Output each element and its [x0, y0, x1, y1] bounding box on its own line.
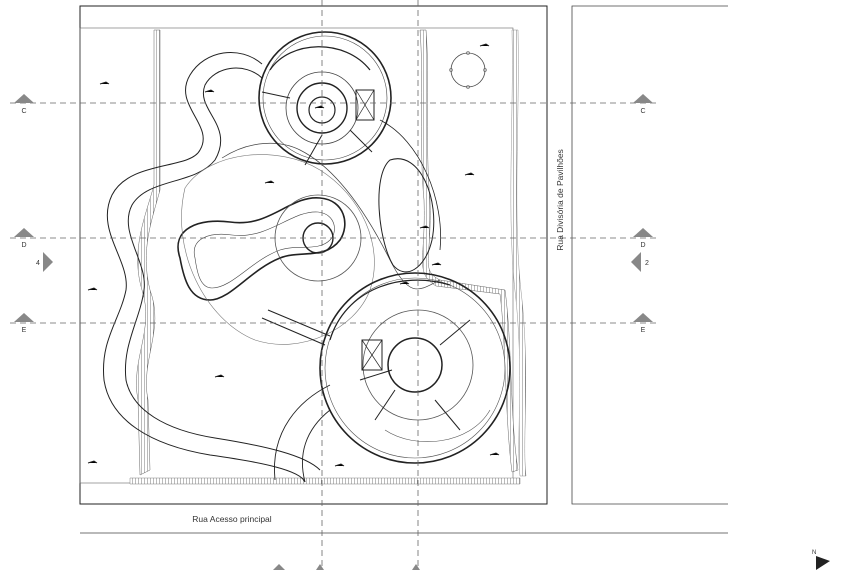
retaining-wall-right: [419, 29, 519, 473]
round-feature: [450, 52, 486, 88]
neighbor-lot-boundary: [571, 5, 728, 505]
serpentine-walkway-outer: [102, 51, 306, 483]
section-marker-e-left: E: [14, 313, 34, 334]
svg-text:E: E: [22, 327, 27, 334]
site-boundary-outer: [79, 5, 548, 505]
section-marker-bottom: [273, 564, 420, 570]
southwest-curve: [274, 384, 331, 483]
section-marker-d-right: D: [633, 228, 653, 249]
connecting-walkway: [221, 142, 441, 290]
section-marker-c-right: C: [633, 94, 653, 115]
street-label-right: Rua Divisória de Pavilhões: [555, 149, 565, 251]
central-round-core: [302, 222, 334, 254]
svg-text:D: D: [640, 242, 645, 249]
boundary-wall-right-lot: [510, 29, 527, 477]
serpentine-walkway-inner: [124, 67, 321, 471]
svg-text:E: E: [641, 327, 646, 334]
central-curved-ramp-inner: [193, 211, 335, 289]
boundary-wall-bottom: [129, 477, 521, 485]
pavilion-south-ramp: [261, 309, 331, 346]
svg-text:2: 2: [645, 260, 649, 267]
svg-text:4: 4: [36, 260, 40, 267]
section-marker-c-left: C: [14, 94, 34, 115]
retaining-wall-left: [136, 29, 161, 476]
section-marker-e-right: E: [633, 313, 653, 334]
central-lens-outline: [181, 154, 375, 345]
svg-text:D: D: [21, 242, 26, 249]
pavilion-north-terrace: [379, 119, 442, 251]
pavilion-north: [258, 31, 392, 166]
section-lines: [10, 0, 660, 570]
lens-courtyard-east: [378, 158, 435, 273]
central-round-plaza: [274, 194, 362, 282]
elevation-marker-2: 2: [631, 252, 649, 272]
street-label-bottom: Rua Acesso principal: [192, 514, 271, 524]
pavilion-south: [319, 272, 511, 464]
svg-text:C: C: [640, 108, 645, 115]
svg-text:C: C: [21, 108, 26, 115]
section-marker-d-left: D: [14, 228, 34, 249]
svg-text:N: N: [812, 550, 816, 556]
north-arrow: N: [812, 550, 830, 570]
elevation-marker-4: 4: [36, 252, 53, 272]
central-curved-ramp: [177, 197, 346, 301]
tree-symbols: [87, 43, 500, 467]
